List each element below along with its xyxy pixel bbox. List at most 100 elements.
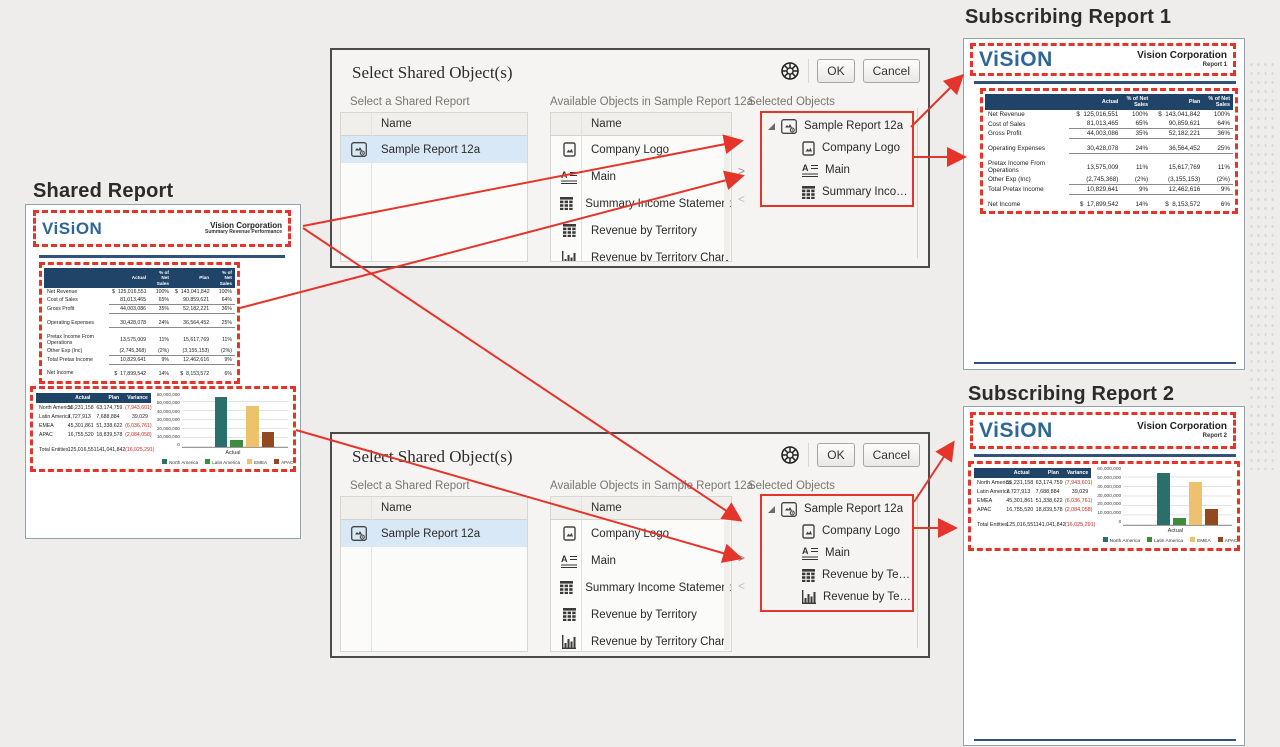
divider — [808, 443, 810, 467]
divider — [917, 108, 918, 258]
legend-swatch — [274, 459, 280, 464]
available-objects-label: Available Objects in Sample Report 12a — [550, 480, 754, 492]
legend-swatch — [1102, 537, 1108, 542]
selected-objects-label: Selected Objects — [748, 480, 835, 492]
shared-report-row-label: Sample Report 12a — [381, 527, 481, 540]
image-icon — [557, 142, 581, 157]
shared-report-row[interactable]: Sample Report 12a — [341, 520, 527, 547]
tree-item-company-logo[interactable]: Company Logo — [762, 520, 912, 542]
select-shared-report-label: Select a Shared Report — [350, 96, 470, 108]
cancel-button[interactable]: Cancel — [862, 59, 920, 83]
legend-swatch — [247, 459, 253, 464]
divider — [917, 492, 918, 648]
available-object-row[interactable]: Revenue by Territory Chart — [551, 244, 731, 261]
report-icon — [347, 142, 371, 157]
select-shared-report-label: Select a Shared Report — [350, 480, 470, 492]
grid-icon — [557, 197, 575, 210]
income-statement-table: Actual % of Net Sales Plan % of Net Sale… — [44, 268, 235, 378]
move-right-button[interactable]: > — [738, 551, 746, 565]
company-name: Vision Corporation — [1137, 50, 1227, 62]
text-icon: A — [802, 163, 818, 177]
scrollbar[interactable] — [724, 521, 730, 650]
tree-item-sample-report[interactable]: Sample Report 12a — [762, 498, 912, 520]
bar-chart-icon — [557, 250, 581, 261]
move-left-button[interactable]: < — [738, 192, 746, 206]
scrollbar[interactable] — [724, 137, 730, 260]
legend-swatch — [1147, 537, 1152, 542]
income-row: Other Exp (Inc)(2,745,368)(2%)(3,155,153… — [988, 175, 1230, 184]
move-left-button[interactable]: < — [738, 579, 746, 593]
available-object-row[interactable]: Revenue by Territory — [551, 217, 731, 244]
available-object-row[interactable]: Summary Income Statement — [551, 190, 731, 217]
chart-plot-area — [181, 393, 288, 448]
company-name: Vision Corporation — [1137, 421, 1227, 433]
report1-income-highlight-box: Actual % of Net Sales Plan % of Net Sale… — [980, 88, 1238, 214]
tree-item-revenue-by-territory[interactable]: Revenue by Territory — [762, 564, 912, 586]
text-icon: A — [557, 170, 581, 184]
dialog-title: Select Shared Object(s) — [352, 63, 513, 82]
shared-report-list: Name Sample Report 12a — [340, 496, 528, 652]
grid-icon — [557, 608, 581, 621]
legend-swatch — [162, 459, 168, 464]
report-header: ViSiON Vision Corporation Report 2 — [973, 415, 1233, 446]
available-objects-label: Available Objects in Sample Report 12a — [550, 96, 754, 108]
legend-swatch — [1217, 537, 1223, 542]
header-rule — [974, 81, 1236, 84]
chart-plot-area — [1123, 468, 1232, 526]
svg-text:A: A — [561, 170, 568, 180]
move-right-button[interactable]: > — [738, 164, 746, 178]
bar-chart-icon — [557, 634, 581, 649]
legend-swatch — [205, 459, 211, 464]
bar-north-america — [1157, 472, 1170, 525]
tree-expander-icon[interactable] — [768, 122, 775, 130]
subscribing-report-1-title: Subscribing Report 1 — [965, 6, 1172, 28]
bar-latin-america — [230, 440, 243, 447]
income-statement-table: Actual % of Net Sales Plan % of Net Sale… — [985, 94, 1233, 209]
select-shared-objects-dialog-1: Select Shared Object(s) OK Cancel Select… — [330, 48, 930, 268]
report1-header-highlight-box: ViSiON Vision Corporation Report 1 — [970, 43, 1236, 76]
tree-item-company-logo[interactable]: Company Logo — [762, 137, 912, 159]
shared-report-row[interactable]: Sample Report 12a — [341, 136, 527, 163]
ok-button[interactable]: OK — [817, 59, 855, 83]
cancel-button[interactable]: Cancel — [862, 443, 920, 467]
tree-expander-icon[interactable] — [768, 505, 775, 513]
wheel-help-icon[interactable] — [780, 445, 800, 465]
select-shared-objects-dialog-2: Select Shared Object(s) OK Cancel Select… — [330, 432, 930, 658]
available-object-row[interactable]: Summary Income Statement — [551, 574, 731, 601]
bar-latin-america — [1172, 517, 1186, 525]
available-object-row[interactable]: Revenue by Territory — [551, 601, 731, 628]
report-subtitle: Summary Revenue Performance — [205, 229, 282, 236]
available-object-row[interactable]: Company Logo — [551, 520, 731, 547]
tree-item-sample-report[interactable]: Sample Report 12a — [762, 115, 912, 137]
income-col-header: % of Net Sales — [212, 268, 235, 289]
wheel-help-icon[interactable] — [780, 61, 800, 81]
ok-button[interactable]: OK — [817, 443, 855, 467]
available-object-row[interactable]: Company Logo — [551, 136, 731, 163]
available-object-row[interactable]: Revenue by Territory Chart — [551, 628, 731, 651]
tree-item-summary-income-statement[interactable]: Summary Income Stat... — [762, 181, 912, 203]
tree-item-revenue-by-territory-chart[interactable]: Revenue by Territory C... — [762, 586, 912, 608]
report-icon — [781, 501, 797, 517]
